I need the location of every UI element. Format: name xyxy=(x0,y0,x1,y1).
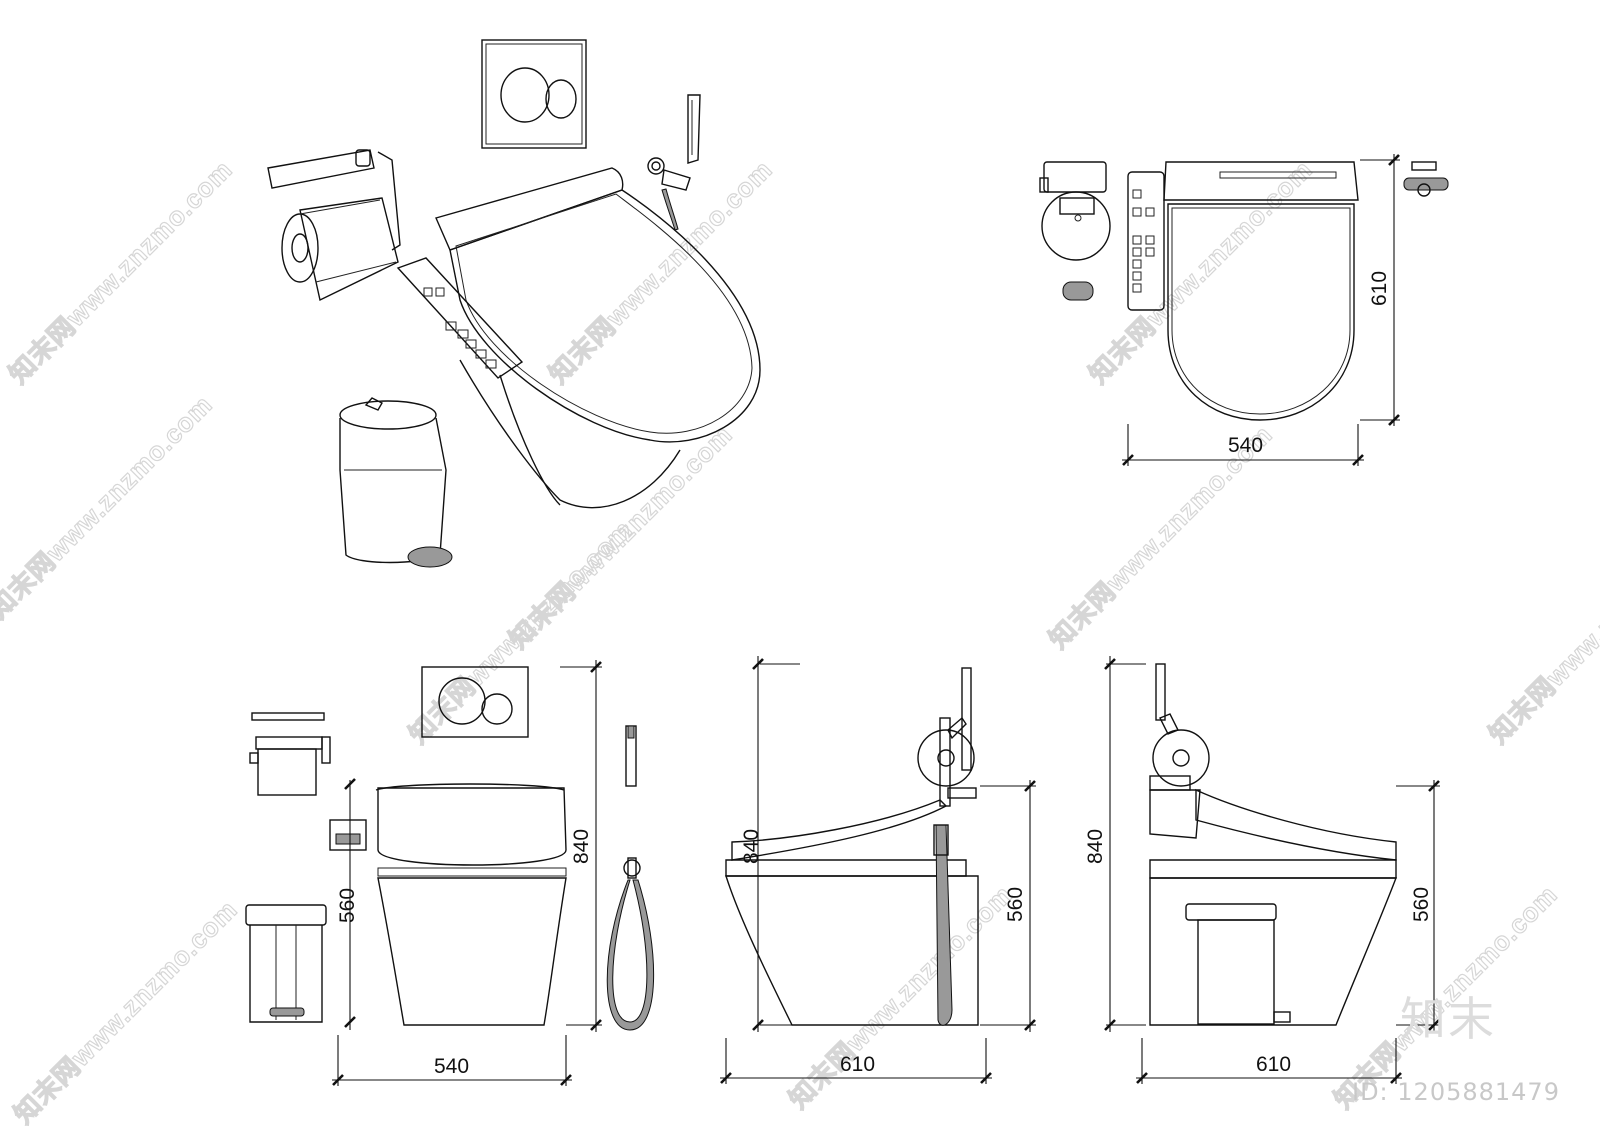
control-panel-plan xyxy=(1127,171,1165,311)
seat-rear xyxy=(1149,788,1397,879)
rear-total-height-label: 840 xyxy=(1084,829,1107,864)
watermark-2: 知末网www.znzmo.com xyxy=(543,154,778,389)
front-view: 560 840 540 xyxy=(245,660,655,1086)
flush-plate xyxy=(481,39,587,149)
watermark-brand-logo: 知末 xyxy=(1400,992,1496,1046)
paper-holder-front xyxy=(249,712,331,796)
paper-holder-rear xyxy=(1149,713,1210,791)
plan-width-label: 540 xyxy=(1228,434,1263,457)
hand-shower-plan xyxy=(1403,161,1449,197)
watermark-8: 知末网www.znzmo.com xyxy=(8,894,243,1129)
front-width-label: 540 xyxy=(434,1055,469,1078)
side-width-label: 610 xyxy=(840,1053,875,1076)
side-dimension-bowl: 560 xyxy=(980,780,1036,1032)
watermark-id: ID: 1205881479 xyxy=(1352,1078,1560,1106)
control-panel xyxy=(396,257,524,379)
front-bowl-height-label: 560 xyxy=(336,888,359,923)
front-dimension-width: 540 xyxy=(332,1035,572,1086)
toilet-lid xyxy=(435,167,761,443)
plan-dimension-width: 540 xyxy=(1122,424,1364,466)
flush-plate-front xyxy=(421,666,529,738)
rear-dimension-bowl: 560 xyxy=(1396,780,1440,1032)
plan-dimension-height: 610 xyxy=(1360,154,1400,426)
rear-dimension-width: 610 xyxy=(1136,1038,1402,1084)
isometric-view xyxy=(267,39,761,568)
side-bowl-height-label: 560 xyxy=(1004,887,1027,922)
hand-shower-front xyxy=(606,725,655,1031)
watermark-layer: 知末网www.znzmo.com 知末网www.znzmo.com 知末网www… xyxy=(0,154,1600,1130)
plan-height-label: 610 xyxy=(1368,271,1391,306)
side-total-height-label: 840 xyxy=(740,829,763,864)
rear-width-label: 610 xyxy=(1256,1053,1291,1076)
flush-plate-rear xyxy=(1155,663,1166,721)
rear-bowl-height-label: 560 xyxy=(1410,887,1433,922)
watermark-11: 知末网www.znzmo.com xyxy=(1483,514,1600,749)
plan-view: 610 540 xyxy=(1039,154,1449,466)
toilet-bowl xyxy=(459,359,681,509)
watermark-9: 知末网www.znzmo.com xyxy=(783,879,1018,1114)
paper-holder-plan xyxy=(1039,161,1111,301)
waste-bin-rear xyxy=(1185,903,1291,1025)
waste-bin-front xyxy=(245,904,327,1023)
watermark-4: 知末网www.znzmo.com xyxy=(0,389,218,624)
rear-view: 840 560 610 xyxy=(1084,656,1440,1084)
toilet-paper-holder xyxy=(267,149,401,302)
waste-bin xyxy=(339,397,453,568)
bowl-front xyxy=(377,877,567,1026)
side-dimension-width: 610 xyxy=(720,1038,992,1084)
watermark-1: 知末网www.znzmo.com xyxy=(3,154,238,389)
bowl-rear xyxy=(1149,877,1398,1026)
hand-shower-side xyxy=(933,824,953,1026)
front-total-height-label: 840 xyxy=(570,829,593,864)
rear-dimension-total: 840 xyxy=(1084,656,1146,1032)
watermark-3: 知末网www.znzmo.com xyxy=(1083,154,1318,389)
front-dimension-bowl: 560 xyxy=(336,778,359,1030)
front-dimension-total: 840 xyxy=(560,660,602,1032)
side-dimension-total: 840 xyxy=(740,656,800,1032)
seat-plan xyxy=(1163,161,1359,421)
paper-holder-side xyxy=(917,716,977,807)
side-view: 840 560 610 xyxy=(720,656,1036,1084)
hand-shower xyxy=(647,94,701,231)
seat-front xyxy=(329,783,567,877)
